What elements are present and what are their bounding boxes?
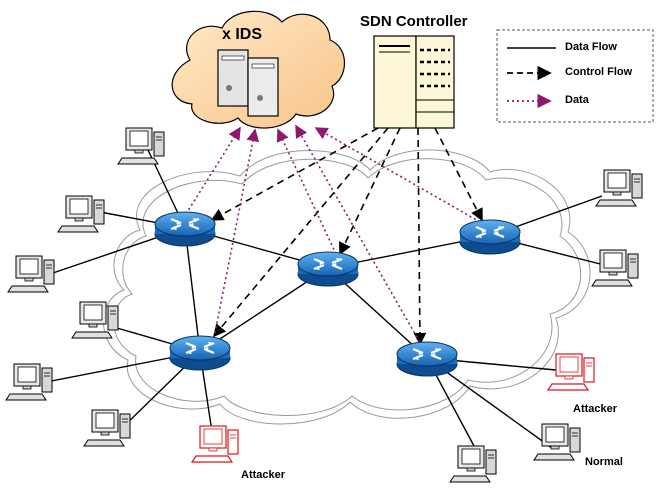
legend-data-label: Data	[565, 94, 589, 106]
router-icon	[395, 340, 459, 378]
data-links	[185, 124, 481, 347]
computer-icon	[533, 423, 581, 461]
computer-icon	[595, 169, 643, 207]
data-flow-links	[45, 149, 609, 449]
sdn-controller-label: SDN Controller	[360, 13, 468, 30]
router-icon	[153, 210, 217, 248]
normal-label: Normal	[585, 456, 623, 468]
computer-icon	[591, 249, 639, 287]
attacker-computer-icon	[191, 425, 239, 463]
computer-icon	[83, 409, 131, 447]
router-icon	[168, 334, 232, 372]
ids-label: x IDS	[222, 26, 263, 43]
legend-data-flow-label: Data Flow	[565, 41, 617, 53]
computer-icon	[57, 195, 105, 233]
computer-icon	[5, 363, 53, 401]
router-icon	[458, 218, 522, 256]
legend	[496, 29, 654, 123]
ids-server-icon	[217, 49, 279, 117]
attacker-computer-icon	[547, 353, 595, 391]
attacker-label: Attacker	[573, 403, 618, 415]
computer-icon	[7, 255, 55, 293]
attacker-label: Attacker	[241, 469, 286, 481]
network-cloud	[103, 149, 591, 425]
legend-control-flow-label: Control Flow	[565, 66, 633, 78]
computer-icon	[449, 445, 497, 483]
computer-icon	[117, 127, 165, 165]
computer-icon	[71, 301, 119, 339]
router-icon	[296, 250, 360, 288]
control-flow-links	[210, 127, 483, 346]
sdn-controller-icon	[373, 35, 455, 129]
